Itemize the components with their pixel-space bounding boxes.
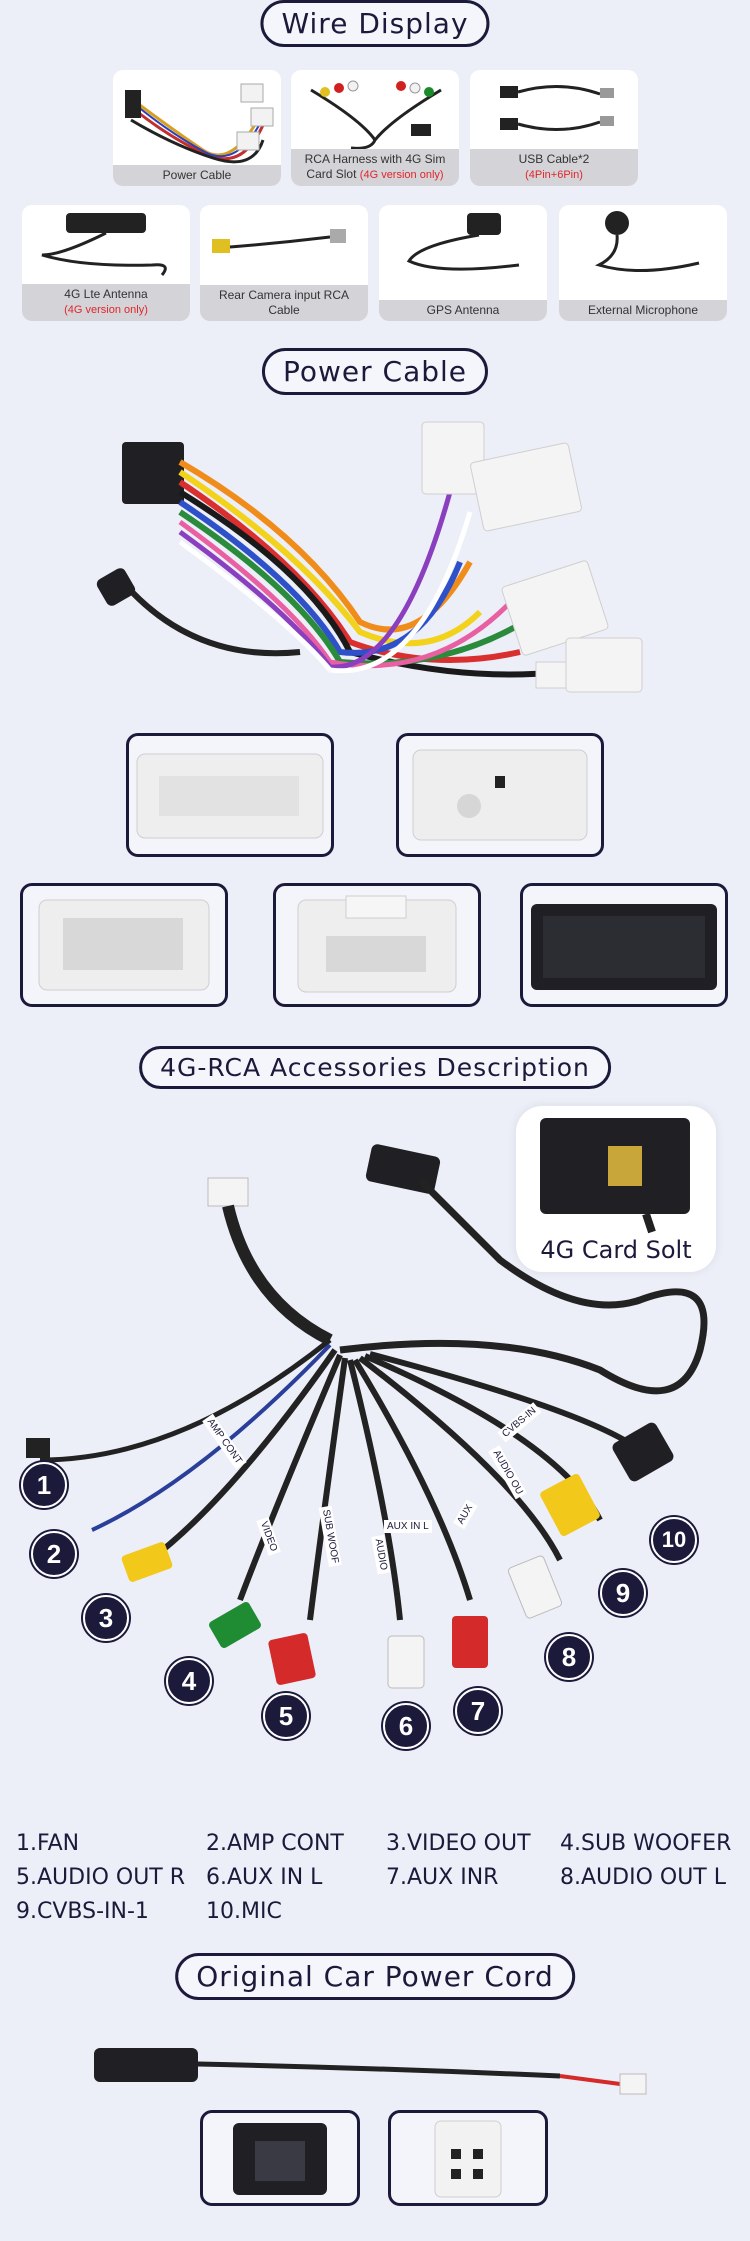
- rear-camera-thumb-icon: [212, 229, 346, 253]
- black-connector-icon: [233, 2123, 327, 2195]
- badge-1: 1: [21, 1462, 67, 1508]
- connector-thumb-1: [126, 733, 334, 857]
- legend-item: 4.SUB WOOFER: [560, 1831, 732, 1856]
- rca-harness-image: [26, 1144, 708, 1689]
- white-connector-icon: [136, 753, 324, 839]
- legend-item: 8.AUDIO OUT L: [560, 1865, 726, 1890]
- card-caption: USB Cable*2(4Pin+6Pin): [470, 149, 638, 186]
- white-connector-icon: [297, 895, 457, 993]
- legend-item: 6.AUX IN L: [206, 1865, 323, 1890]
- section-title-original-car-power-cord: Original Car Power Cord: [175, 1953, 575, 2000]
- section-title-wire-display: Wire Display: [260, 0, 490, 47]
- legend-item: 3.VIDEO OUT: [386, 1831, 531, 1856]
- connector-thumb-4: [273, 883, 481, 1007]
- white-connector-icon: [412, 749, 588, 841]
- card-rear-camera-rca: Rear Camera input RCA Cable: [200, 205, 368, 321]
- power-cable-thumb-icon: [125, 83, 274, 164]
- black-connector-icon: [531, 904, 717, 990]
- legend-item: 5.AUDIO OUT R: [16, 1865, 186, 1890]
- card-power-cable: Power Cable: [113, 70, 281, 186]
- lte-antenna-thumb-icon: [41, 213, 167, 276]
- original-power-cord-image: [94, 2048, 647, 2095]
- card-caption: Power Cable: [113, 165, 281, 186]
- badge-2: 2: [31, 1531, 77, 1577]
- card-gps-antenna: GPS Antenna: [379, 205, 547, 321]
- card-caption: 4G Lte Antenna(4G version only): [22, 284, 190, 321]
- cord-connector-thumb-2: [388, 2110, 548, 2206]
- connector-thumb-3: [20, 883, 228, 1007]
- badge-7: 7: [455, 1688, 501, 1734]
- legend-item: 7.AUX INR: [386, 1865, 499, 1890]
- card-caption: External Microphone: [559, 300, 727, 321]
- microphone-thumb-icon: [594, 211, 700, 273]
- rca-harness-thumb-icon: [310, 80, 442, 150]
- white-connector-icon: [434, 2120, 502, 2198]
- gps-antenna-thumb-icon: [406, 213, 520, 271]
- connector-thumb-2: [396, 733, 604, 857]
- usb-cable-thumb-icon: [500, 85, 614, 131]
- badge-4: 4: [166, 1658, 212, 1704]
- legend-item: 1.FAN: [16, 1831, 80, 1856]
- legend-item: 2.AMP CONT: [206, 1831, 344, 1856]
- card-usb-cable: USB Cable*2(4Pin+6Pin): [470, 70, 638, 186]
- badge-9: 9: [600, 1570, 646, 1616]
- sim-slot-icon: [540, 1118, 690, 1234]
- cord-connector-thumb-1: [200, 2110, 360, 2206]
- card-caption: Rear Camera input RCA Cable: [200, 285, 368, 321]
- card-caption: GPS Antenna: [379, 300, 547, 321]
- section-title-power-cable: Power Cable: [261, 348, 489, 395]
- badge-10: 10: [651, 1517, 697, 1563]
- legend-item: 10.MIC: [206, 1899, 282, 1924]
- badge-5: 5: [263, 1693, 309, 1739]
- badge-6: 6: [383, 1703, 429, 1749]
- badge-3: 3: [83, 1595, 129, 1641]
- legend-item: 9.CVBS-IN-1: [16, 1899, 149, 1924]
- card-external-microphone: External Microphone: [559, 205, 727, 321]
- card-rca-harness: RCA Harness with 4G Sim Card Slot (4G ve…: [291, 70, 459, 186]
- badge-8: 8: [546, 1634, 592, 1680]
- connector-thumb-5: [520, 883, 728, 1007]
- section-title-rca-accessories: 4G-RCA Accessories Description: [139, 1046, 611, 1089]
- card-4g-lte-antenna: 4G Lte Antenna(4G version only): [22, 205, 190, 321]
- wire-tag: AUX IN L: [384, 1520, 432, 1533]
- 4g-card-solt-inset: 4G Card Solt: [516, 1106, 716, 1272]
- white-connector-icon: [38, 899, 210, 991]
- power-cable-harness-image: [96, 421, 643, 693]
- card-caption: RCA Harness with 4G Sim Card Slot (4G ve…: [291, 149, 459, 186]
